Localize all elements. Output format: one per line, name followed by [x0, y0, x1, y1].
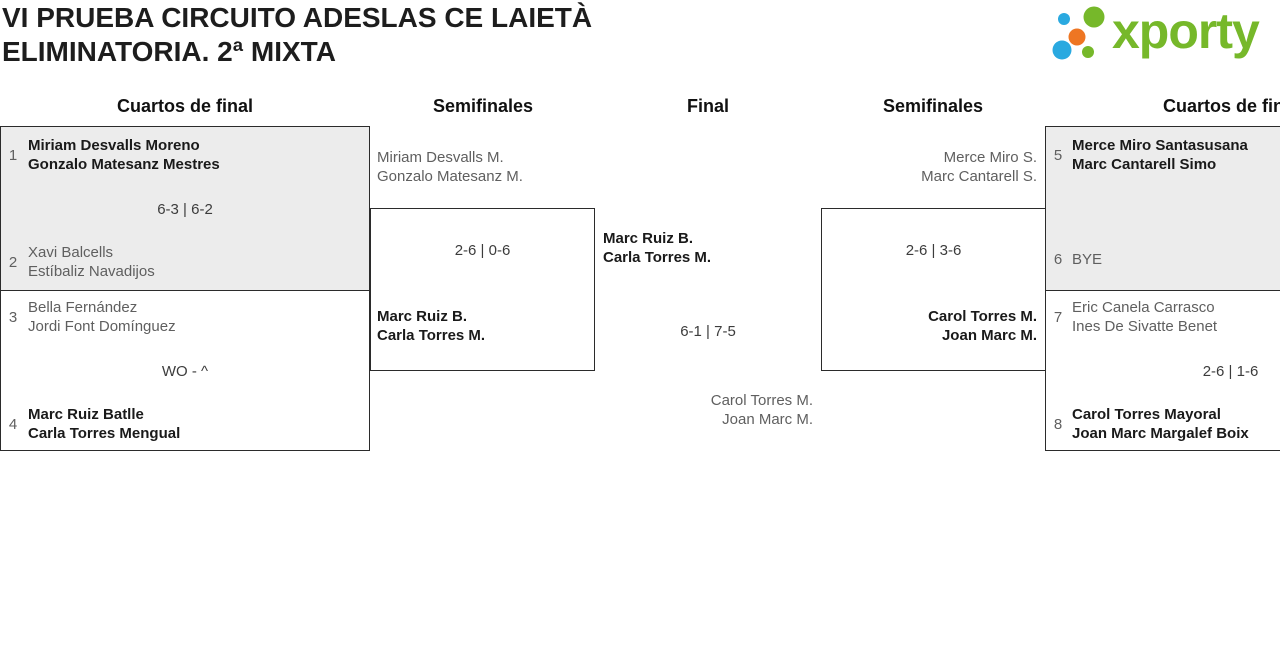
- player-name: Miriam Desvalls Moreno: [28, 137, 200, 154]
- team-pair: Marc Ruiz Batlle Carla Torres Mengual: [28, 405, 180, 443]
- player-name: Estíbaliz Navadijos: [28, 263, 155, 280]
- player-name: Marc Cantarell Simo: [1072, 156, 1217, 173]
- team-pair: Xavi Balcells Estíbaliz Navadijos: [28, 243, 155, 281]
- player-name: Eric Canela Carrasco: [1072, 299, 1215, 316]
- player-name: Joan Marc M.: [941, 327, 1037, 344]
- seed-number: 7: [1053, 309, 1063, 326]
- round-label-sf-left: Semifinales: [432, 96, 534, 116]
- xporty-logo-text: xporty: [1112, 3, 1260, 59]
- player-name: Gonzalo Matesanz Mestres: [28, 156, 220, 173]
- match-box-qf-left-bottom[interactable]: [0, 290, 370, 451]
- team-pair: BYE: [1072, 250, 1102, 269]
- seed-number: 2: [8, 254, 18, 271]
- match-score: 2-6 | 3-6: [905, 242, 962, 259]
- player-name: Marc Ruiz Batlle: [28, 406, 144, 423]
- seed-number: 6: [1053, 251, 1063, 268]
- match-box-qf-left-top[interactable]: [0, 126, 370, 291]
- seed-number: 8: [1053, 416, 1063, 433]
- player-name: Carol Torres M.: [710, 392, 813, 409]
- player-name: Miriam Desvalls M.: [377, 149, 504, 166]
- page-title: VI PRUEBA CIRCUITO ADESLAS CE LAIETÀ ELI…: [2, 1, 592, 69]
- xporty-logo[interactable]: xporty: [1050, 3, 1260, 65]
- seed-number: 4: [8, 416, 18, 433]
- team-pair: Carol Torres M. Joan Marc M.: [817, 307, 1037, 345]
- team-pair: Merce Miro S. Marc Cantarell S.: [817, 148, 1037, 186]
- match-box-qf-right-bottom[interactable]: [1045, 290, 1280, 451]
- team-pair: Bella Fernández Jordi Font Domínguez: [28, 298, 176, 336]
- player-name: Joan Marc Margalef Boix: [1072, 425, 1249, 442]
- seed-number: 3: [8, 309, 18, 326]
- seed-number: 5: [1053, 147, 1063, 164]
- player-name: Carol Torres M.: [928, 308, 1037, 325]
- match-box-sf-right[interactable]: [821, 208, 1046, 371]
- team-pair: Miriam Desvalls M. Gonzalo Matesanz M.: [377, 148, 523, 186]
- round-label-qf-left: Cuartos de final: [116, 96, 254, 116]
- match-score: 2-6 | 1-6: [1202, 363, 1259, 380]
- player-name: Merce Miro S.: [943, 149, 1037, 166]
- player-name: Bella Fernández: [28, 299, 138, 316]
- team-pair: Merce Miro Santasusana Marc Cantarell Si…: [1072, 136, 1248, 174]
- player-name: Joan Marc M.: [722, 411, 813, 428]
- seed-number: 1: [8, 147, 18, 164]
- player-name: Jordi Font Domínguez: [28, 318, 176, 335]
- team-pair: Miriam Desvalls Moreno Gonzalo Matesanz …: [28, 136, 220, 174]
- player-name: Marc Ruiz B.: [603, 230, 694, 247]
- player-name: Ines De Sivatte Benet: [1072, 318, 1218, 335]
- player-name: Merce Miro Santasusana: [1072, 137, 1248, 154]
- team-pair: Marc Ruiz B. Carla Torres M.: [603, 229, 711, 267]
- player-name: Carla Torres M.: [377, 327, 486, 344]
- match-score: 2-6 | 0-6: [454, 242, 511, 259]
- round-label-final: Final: [686, 96, 730, 116]
- match-score: 6-1 | 7-5: [680, 323, 736, 340]
- team-pair: Carol Torres M. Joan Marc M.: [593, 391, 813, 429]
- player-name: Gonzalo Matesanz M.: [377, 168, 523, 185]
- player-name: Xavi Balcells: [28, 244, 114, 261]
- player-name: Carol Torres Mayoral: [1072, 406, 1221, 423]
- match-score: WO - ^: [161, 363, 209, 380]
- xporty-logo-icon: [1052, 6, 1105, 60]
- team-pair: Carol Torres Mayoral Joan Marc Margalef …: [1072, 405, 1249, 443]
- player-name: Carla Torres M.: [603, 249, 712, 266]
- player-name: Marc Ruiz B.: [377, 308, 468, 325]
- match-box-sf-left[interactable]: [370, 208, 595, 371]
- tournament-category: ELIMINATORIA. 2ª MIXTA: [2, 36, 336, 67]
- player-name: BYE: [1072, 251, 1103, 268]
- round-label-qf-right: Cuartos de final: [1162, 96, 1280, 116]
- round-label-sf-right: Semifinales: [882, 96, 984, 116]
- match-score: 6-3 | 6-2: [157, 201, 213, 218]
- team-pair: Marc Ruiz B. Carla Torres M.: [377, 307, 485, 345]
- match-box-qf-right-top[interactable]: [1045, 126, 1280, 291]
- player-name: Marc Cantarell S.: [921, 168, 1037, 185]
- tournament-name: VI PRUEBA CIRCUITO ADESLAS CE LAIETÀ: [2, 2, 593, 33]
- player-name: Carla Torres Mengual: [28, 425, 181, 442]
- team-pair: Eric Canela Carrasco Ines De Sivatte Ben…: [1072, 298, 1217, 336]
